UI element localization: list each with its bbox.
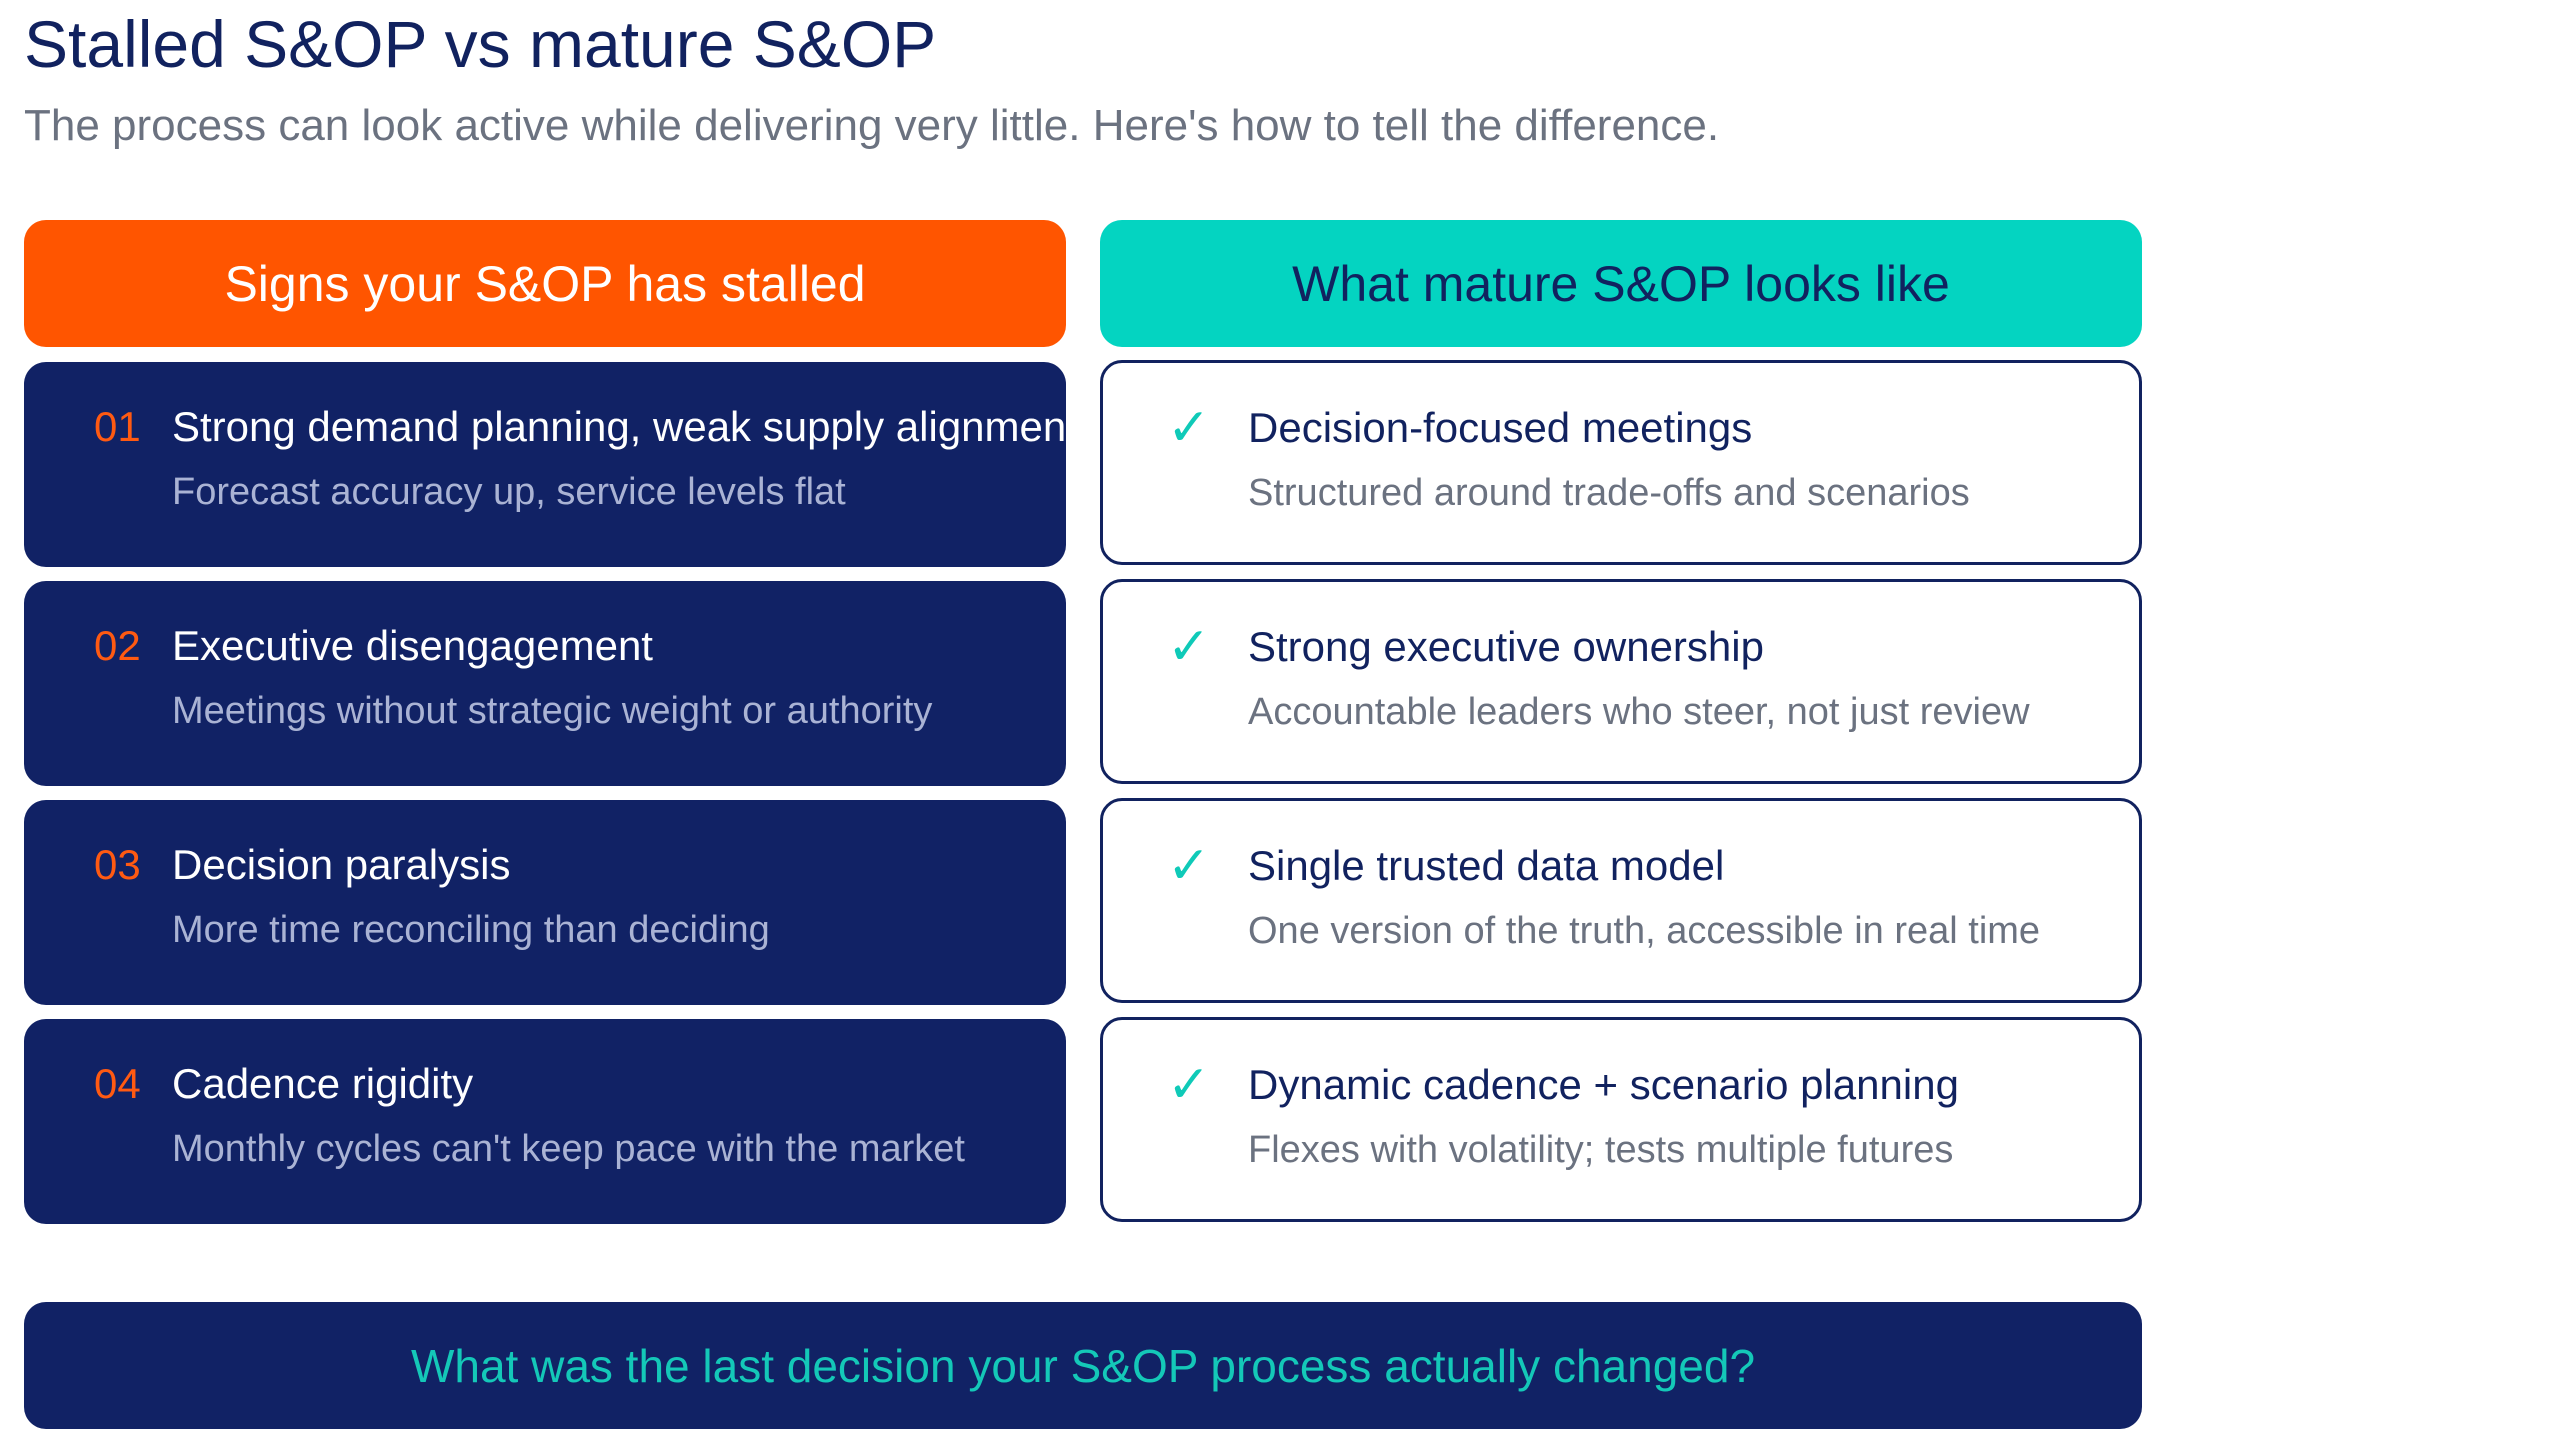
mature-card-3: ✓ Single trusted data model One version … bbox=[1100, 798, 2142, 1003]
mature-description-3: One version of the truth, accessible in … bbox=[1248, 910, 2041, 952]
stalled-description-4: Monthly cycles can't keep pace with the … bbox=[172, 1128, 965, 1170]
mature-description-4: Flexes with volatility; tests multiple f… bbox=[1248, 1129, 1954, 1171]
stalled-card-2: 02 Executive disengagement Meetings with… bbox=[24, 581, 1066, 786]
stalled-description-1: Forecast accuracy up, service levels fla… bbox=[172, 471, 846, 513]
stalled-card-4: 04 Cadence rigidity Monthly cycles can't… bbox=[24, 1019, 1066, 1224]
stalled-column-header: Signs your S&OP has stalled bbox=[24, 220, 1066, 347]
mature-title-3: Single trusted data model bbox=[1248, 842, 1725, 889]
stalled-card-1: 01 Strong demand planning, weak supply a… bbox=[24, 362, 1066, 567]
mature-description-1: Structured around trade-offs and scenari… bbox=[1248, 472, 1970, 514]
check-icon: ✓ bbox=[1167, 836, 1211, 896]
page-title: Stalled S&OP vs mature S&OP bbox=[24, 7, 937, 81]
mature-description-2: Accountable leaders who steer, not just … bbox=[1248, 691, 2030, 733]
closing-question-banner: What was the last decision your S&OP pro… bbox=[24, 1302, 2142, 1429]
mature-card-1: ✓ Decision-focused meetings Structured a… bbox=[1100, 360, 2142, 565]
mature-card-2: ✓ Strong executive ownership Accountable… bbox=[1100, 579, 2142, 784]
check-icon: ✓ bbox=[1167, 617, 1211, 677]
stalled-number-4: 04 bbox=[94, 1060, 141, 1107]
stalled-number-2: 02 bbox=[94, 622, 141, 669]
check-icon: ✓ bbox=[1167, 1055, 1211, 1115]
stalled-number-3: 03 bbox=[94, 841, 141, 888]
stalled-number-1: 01 bbox=[94, 403, 141, 450]
page-subtitle: The process can look active while delive… bbox=[24, 101, 1720, 150]
stalled-description-2: Meetings without strategic weight or aut… bbox=[172, 690, 933, 732]
stalled-title-3: Decision paralysis bbox=[172, 841, 511, 888]
mature-title-1: Decision-focused meetings bbox=[1248, 404, 1753, 451]
stalled-title-4: Cadence rigidity bbox=[172, 1060, 474, 1107]
mature-column-header: What mature S&OP looks like bbox=[1100, 220, 2142, 347]
stalled-card-3: 03 Decision paralysis More time reconcil… bbox=[24, 800, 1066, 1005]
stalled-description-3: More time reconciling than deciding bbox=[172, 909, 770, 951]
stalled-title-2: Executive disengagement bbox=[172, 622, 653, 669]
mature-title-2: Strong executive ownership bbox=[1248, 623, 1764, 670]
mature-card-4: ✓ Dynamic cadence + scenario planning Fl… bbox=[1100, 1017, 2142, 1222]
stalled-title-1: Strong demand planning, weak supply alig… bbox=[172, 403, 1066, 450]
check-icon: ✓ bbox=[1167, 398, 1211, 458]
mature-title-4: Dynamic cadence + scenario planning bbox=[1248, 1061, 1959, 1108]
